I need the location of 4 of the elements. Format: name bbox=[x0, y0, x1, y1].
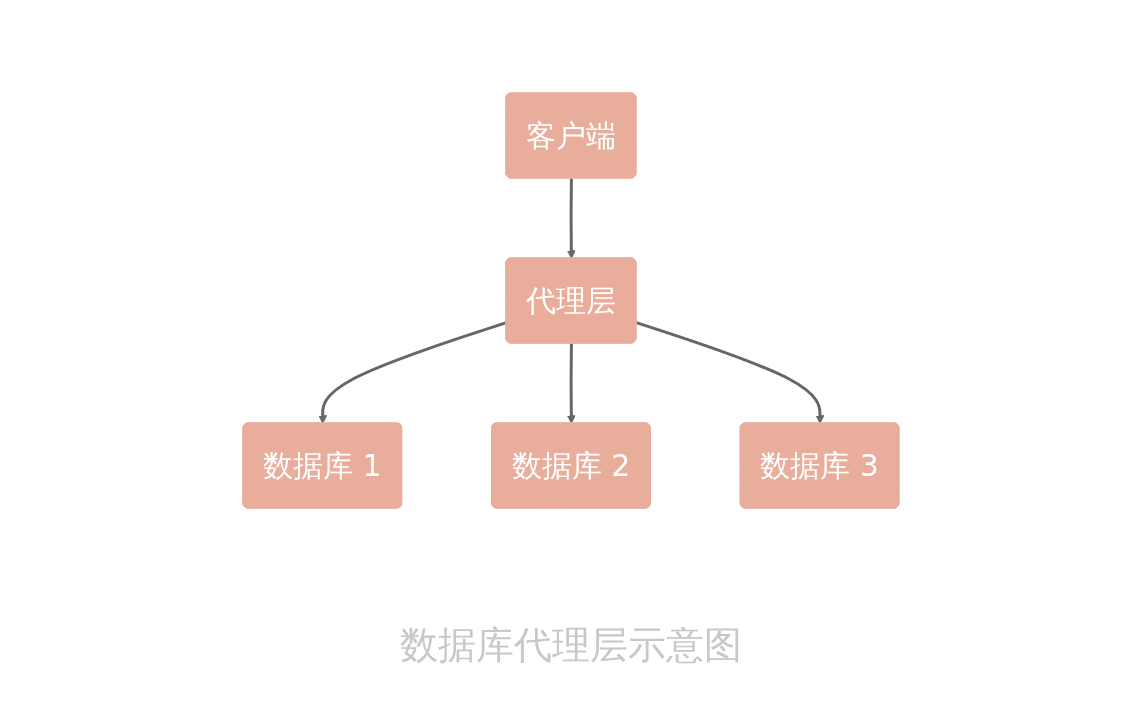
arrow bbox=[318, 320, 507, 424]
arrow bbox=[567, 342, 576, 424]
arrow bbox=[636, 320, 825, 424]
arrow bbox=[567, 177, 576, 259]
